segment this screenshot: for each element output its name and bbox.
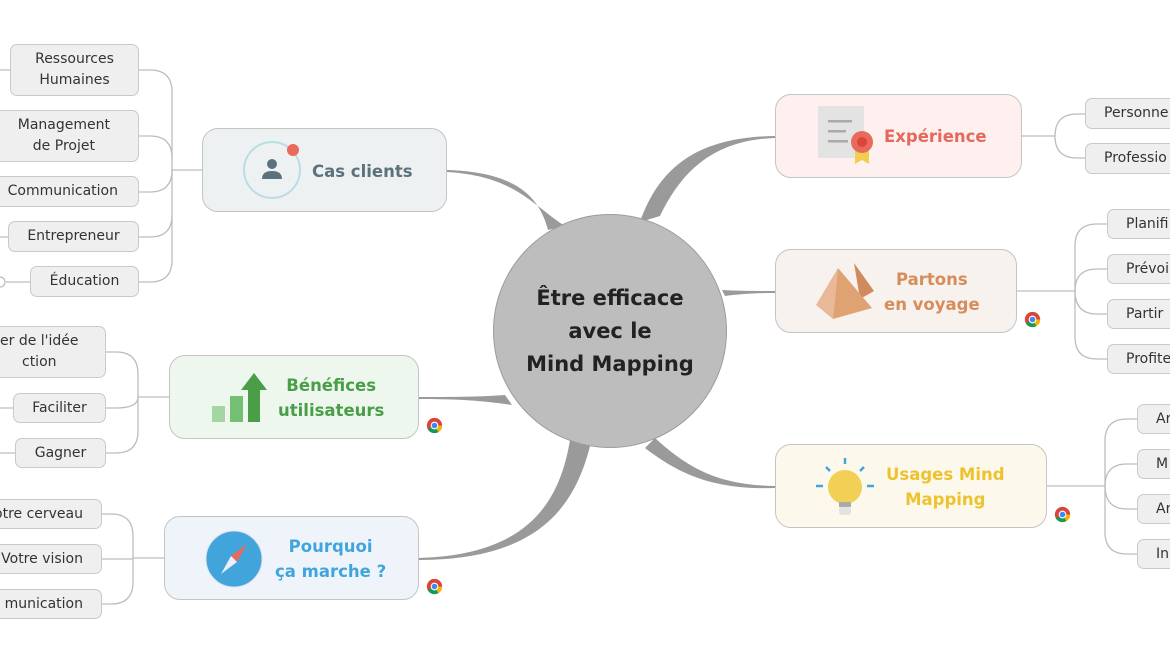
subtopic[interactable]: Profite [1107, 344, 1170, 374]
subtopic[interactable]: er de l'idée ction [0, 326, 106, 378]
chrome-icon[interactable] [1024, 311, 1041, 328]
subtopic[interactable]: Prévoi [1107, 254, 1170, 284]
subtopic[interactable]: Communication [0, 176, 139, 207]
subtopic[interactable]: Personne [1085, 98, 1170, 129]
central-topic[interactable]: Être efficace avec le Mind Mapping [493, 214, 727, 448]
subtopic[interactable]: Ar [1137, 494, 1170, 524]
topic-usages-mind-mapping[interactable]: Usages Mind Mapping [775, 444, 1047, 528]
central-line: avec le [568, 318, 652, 343]
subtopic[interactable]: Gagner [15, 438, 106, 468]
subtopic[interactable]: otre cerveau [0, 499, 102, 529]
lightbulb-icon [816, 458, 874, 515]
subtopic[interactable]: Ressources Humaines [10, 44, 139, 96]
subtopic[interactable]: Management de Projet [0, 110, 139, 162]
compass-icon [205, 530, 263, 588]
topic-label: Partons en voyage [884, 270, 980, 314]
topic-benefices[interactable]: Bénéfices utilisateurs [169, 355, 419, 439]
chrome-icon[interactable] [426, 578, 443, 595]
topic-experience[interactable]: Expérience [775, 94, 1022, 178]
topic-label: Bénéfices utilisateurs [278, 376, 385, 420]
certificate-icon [818, 106, 873, 164]
central-line: Être efficace [536, 285, 684, 310]
subtopic[interactable]: Partir [1107, 299, 1170, 329]
subtopic[interactable]: munication [0, 589, 102, 619]
subtopic[interactable]: Entrepreneur [8, 221, 139, 252]
topic-label: Pourquoi ça marche ? [275, 537, 387, 581]
subtopic[interactable]: Faciliter [13, 393, 106, 423]
subtopic[interactable]: Éducation [30, 266, 139, 297]
subtopic[interactable]: Votre vision [0, 544, 102, 574]
topic-partons-en-voyage[interactable]: Partons en voyage [775, 249, 1017, 333]
subtopic[interactable]: M [1137, 449, 1170, 479]
topic-label: Expérience [884, 127, 987, 146]
pyramid-icon [816, 263, 874, 319]
topic-label: Cas clients [312, 162, 413, 181]
topic-label: Usages Mind Mapping [886, 465, 1005, 509]
subtopic[interactable]: Ar [1137, 404, 1170, 434]
user-icon [243, 141, 301, 199]
subtopic[interactable]: Planifi [1107, 209, 1170, 239]
subtopic[interactable]: Professio [1085, 143, 1170, 174]
chrome-icon[interactable] [426, 417, 443, 434]
topic-pourquoi[interactable]: Pourquoi ça marche ? [164, 516, 419, 600]
central-line: Mind Mapping [526, 351, 694, 376]
growth-chart-icon [212, 373, 267, 422]
chrome-icon[interactable] [1054, 506, 1071, 523]
subtopic[interactable]: In [1137, 539, 1170, 569]
topic-cas-clients[interactable]: Cas clients [202, 128, 447, 212]
